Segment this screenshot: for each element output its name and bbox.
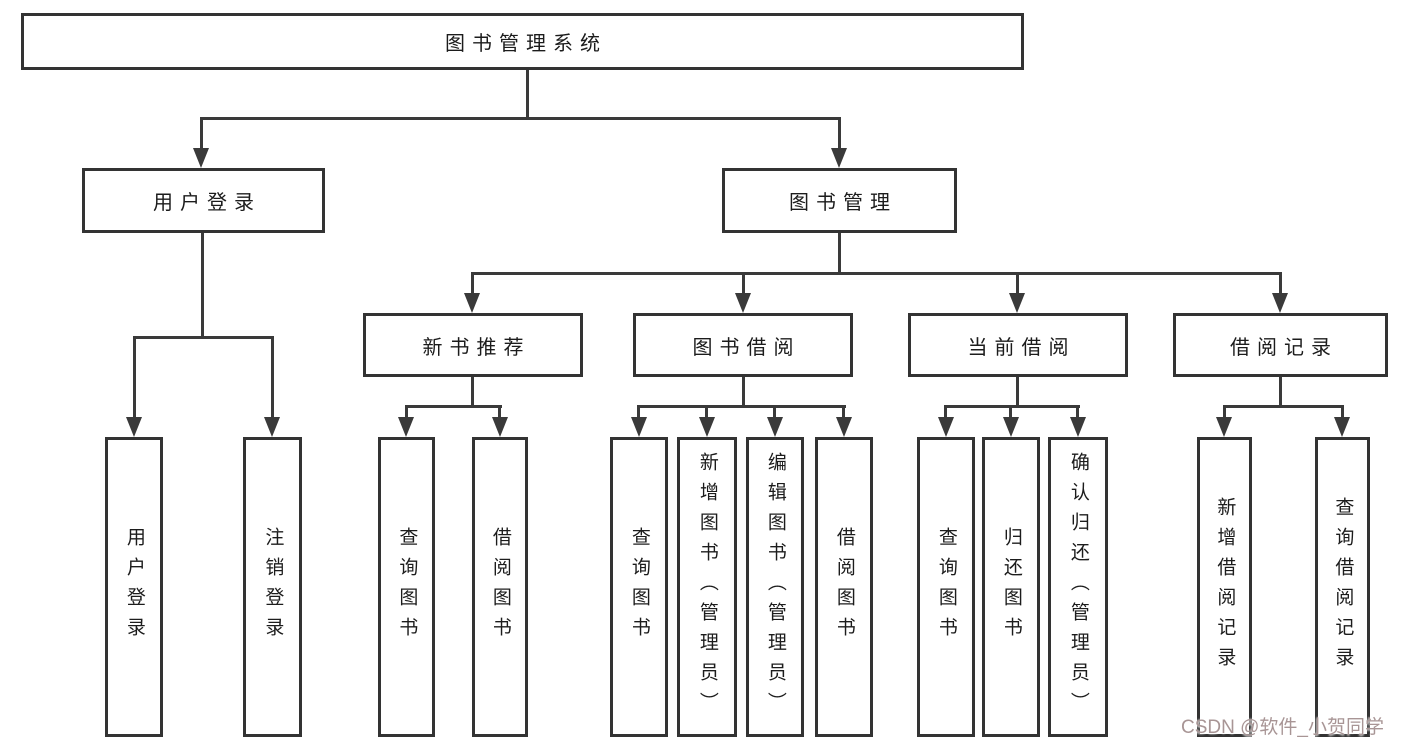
leaf-label: 归还图书 [1000,527,1022,647]
leaf-borrow-books: 借阅图书 [472,437,528,737]
connector-line [842,405,845,419]
leaf-add-books-admin: 新增图书（管理员） [677,437,737,737]
connector-line [1279,377,1282,405]
leaf-query-books: 查询图书 [917,437,975,737]
connector-line [405,405,408,419]
connector-line [1009,405,1012,419]
node-book-management: 图书管理 [722,168,957,233]
node-borrow-records: 借阅记录 [1173,313,1388,377]
leaf-label: 新增图书（管理员） [696,452,718,722]
connector-line [471,272,1282,275]
arrow-down-icon [126,417,142,437]
arrow-down-icon [767,417,783,437]
connector-line [133,336,274,339]
connector-line [838,233,841,272]
connector-line [471,377,474,405]
arrow-down-icon [938,417,954,437]
arrow-down-icon [1070,417,1086,437]
arrow-down-icon [464,293,480,313]
node-current-borrow: 当前借阅 [908,313,1128,377]
connector-line [405,405,502,408]
connector-line [471,272,474,297]
connector-line [944,405,1080,408]
connector-line [637,405,846,408]
arrow-down-icon [831,148,847,168]
leaf-query-books: 查询图书 [378,437,435,737]
arrow-down-icon [264,417,280,437]
leaf-label: 编辑图书（管理员） [764,452,786,722]
connector-line [1016,272,1019,297]
connector-line [201,233,204,336]
leaf-label: 新增借阅记录 [1214,497,1236,677]
arrow-down-icon [1003,417,1019,437]
connector-line [1223,405,1226,419]
arrow-down-icon [1216,417,1232,437]
arrow-down-icon [735,293,751,313]
arrow-down-icon [631,417,647,437]
node-root: 图书管理系统 [21,13,1024,70]
node-user-login-label: 用户登录 [153,192,261,214]
leaf-label: 用户登录 [123,527,145,647]
leaf-label: 借阅图书 [833,527,855,647]
node-root-label: 图书管理系统 [445,33,607,55]
leaf-label: 查询图书 [396,527,418,647]
node-borrow-records-label: 借阅记录 [1230,336,1338,359]
leaf-label: 查询图书 [935,527,957,647]
arrow-down-icon [1272,293,1288,313]
connector-line [200,117,841,120]
leaf-label: 借阅图书 [489,527,511,647]
connector-line [705,405,708,419]
connector-line [838,117,841,154]
connector-line [1341,405,1344,419]
node-book-borrow-label: 图书借阅 [692,336,801,359]
connector-line [200,117,203,154]
arrow-down-icon [492,417,508,437]
arrow-down-icon [699,417,715,437]
node-new-book-recommend-label: 新书推荐 [422,336,531,359]
leaf-label: 查询图书 [628,527,650,647]
connector-line [637,405,640,419]
arrow-down-icon [1009,293,1025,313]
csdn-watermark: CSDN @软件_小贺同学 [1181,717,1384,738]
leaf-query-books: 查询图书 [610,437,668,737]
node-new-book-recommend: 新书推荐 [363,313,583,377]
arrow-down-icon [193,148,209,168]
arrow-down-icon [836,417,852,437]
connector-line [498,405,501,419]
arrow-down-icon [398,417,414,437]
connector-line [1016,377,1019,405]
node-book-management-label: 图书管理 [789,192,897,214]
leaf-label: 查询借阅记录 [1332,497,1354,677]
leaf-label: 确认归还（管理员） [1067,452,1089,722]
leaf-add-borrow-record: 新增借阅记录 [1197,437,1252,737]
leaf-edit-books-admin: 编辑图书（管理员） [746,437,804,737]
connector-line [271,336,274,421]
node-user-login: 用户登录 [82,168,325,233]
connector-line [944,405,947,419]
leaf-label: 注销登录 [262,527,284,647]
leaf-borrow-books: 借阅图书 [815,437,873,737]
leaf-query-borrow-record: 查询借阅记录 [1315,437,1370,737]
leaf-confirm-return-admin: 确认归还（管理员） [1048,437,1108,737]
connector-line [742,377,745,405]
connector-line [1076,405,1079,419]
arrow-down-icon [1334,417,1350,437]
connector-line [1279,272,1282,297]
leaf-return-books: 归还图书 [982,437,1040,737]
connector-line [1223,405,1344,408]
leaf-user-login: 用户登录 [105,437,163,737]
connector-line [526,70,529,117]
leaf-logout: 注销登录 [243,437,302,737]
connector-line [742,272,745,297]
node-book-borrow: 图书借阅 [633,313,853,377]
connector-line [773,405,776,419]
node-current-borrow-label: 当前借阅 [967,336,1076,359]
connector-line [133,336,136,421]
